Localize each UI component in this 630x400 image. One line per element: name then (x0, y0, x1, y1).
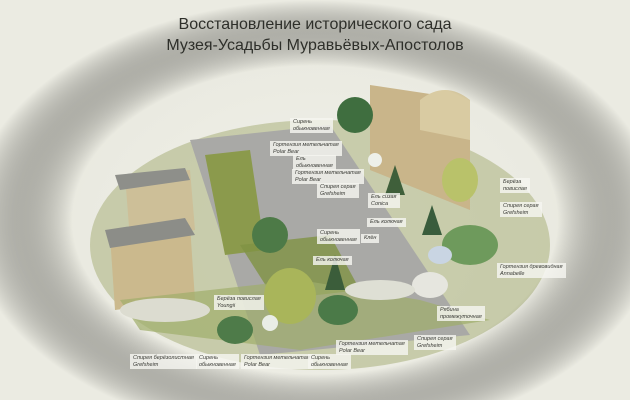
plant-label: Клён (361, 234, 380, 243)
title-line-2: Музея-Усадьбы Муравьёвых-Апостолов (166, 37, 464, 54)
plant-label: Ель колючая (313, 256, 352, 265)
page-title: Восстановление исторического сада Музея-… (0, 14, 630, 56)
title-line-1: Восстановление исторического сада (178, 16, 452, 33)
plant-label: Ель колючая (367, 218, 406, 227)
